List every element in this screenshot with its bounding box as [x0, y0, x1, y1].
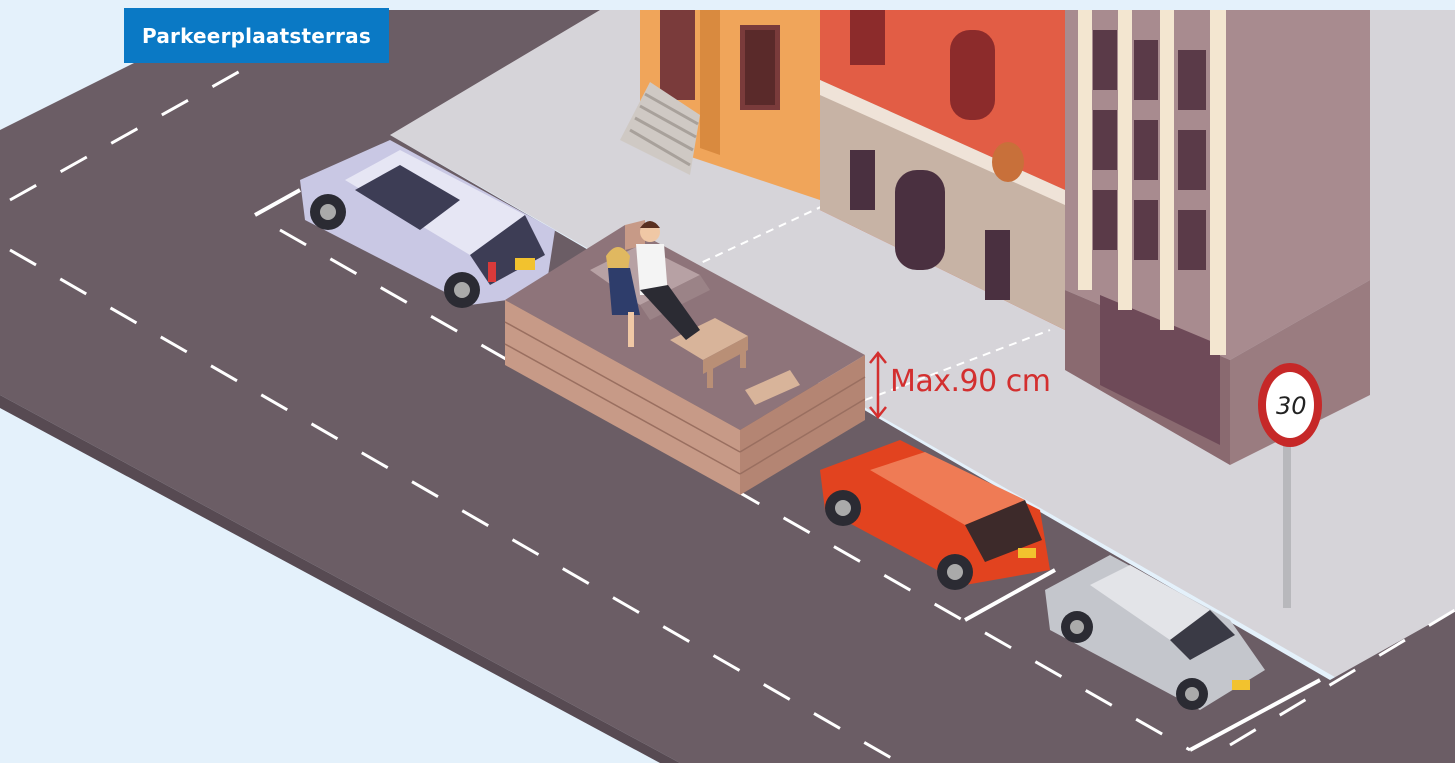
speed-limit-number: 30	[1276, 392, 1307, 420]
title-badge: Parkeerplaatsterras	[124, 8, 389, 63]
max-height-label: Max.90 cm	[890, 364, 1051, 399]
page-title: Parkeerplaatsterras	[142, 24, 371, 48]
